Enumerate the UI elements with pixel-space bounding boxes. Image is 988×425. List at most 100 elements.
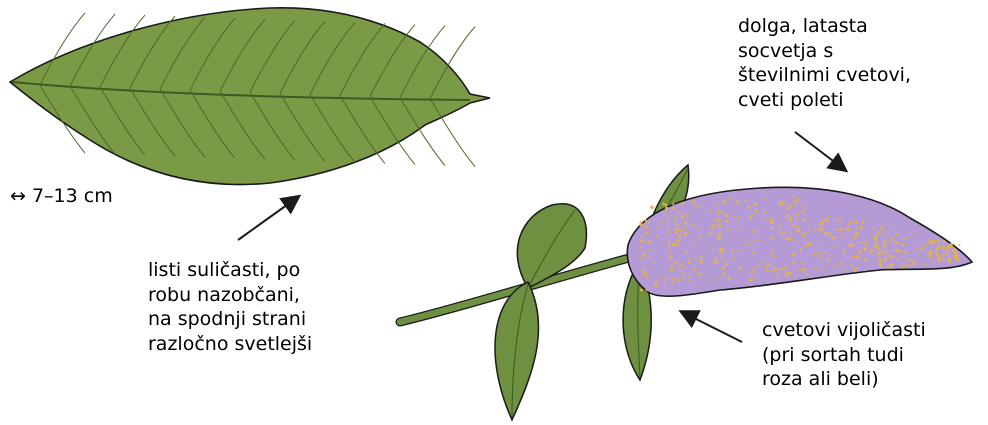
flower-dot	[682, 278, 684, 280]
flower-dot	[941, 258, 943, 260]
flower-dot	[800, 248, 802, 250]
flower-dot	[642, 254, 645, 257]
flower-dot	[883, 242, 886, 245]
flower-dot	[875, 238, 878, 241]
flower-dot	[906, 237, 908, 239]
flower-dot	[670, 268, 673, 271]
flower-dot	[802, 210, 805, 213]
flower-dot	[959, 244, 961, 246]
flower-dot	[889, 255, 891, 257]
flower-dot	[874, 245, 877, 248]
inflorescence-line-1: dolga, latasta	[738, 14, 911, 39]
flower-dot	[685, 222, 688, 225]
flower-dot	[639, 246, 642, 249]
flower-dot	[821, 268, 823, 270]
flower-dot	[695, 258, 697, 260]
flower-dot	[763, 197, 765, 199]
flower-dot	[770, 221, 773, 224]
flower-dot	[746, 243, 749, 246]
flower-dot	[680, 229, 683, 232]
flower-dot	[737, 218, 740, 221]
flower-dot	[669, 245, 671, 247]
flower-dot	[751, 240, 753, 242]
arrow-to-flowers	[682, 312, 742, 342]
flower-dot	[770, 252, 773, 255]
flower-dot	[850, 264, 852, 266]
flower-dot	[712, 225, 714, 227]
flower-dot	[677, 239, 680, 242]
flower-dot	[727, 277, 730, 280]
flower-dot	[896, 241, 899, 244]
flower-dot	[824, 231, 827, 234]
leaves-label: listi suličasti, po robu nazobčani, na s…	[148, 258, 312, 356]
flower-dot	[763, 211, 766, 214]
flower-dot	[914, 259, 916, 261]
flower-dot	[834, 236, 836, 238]
flower-dot	[865, 269, 867, 271]
flower-dot	[946, 250, 948, 252]
flower-dot	[678, 234, 681, 237]
flower-dot	[860, 226, 863, 229]
flower-dot	[929, 241, 932, 244]
flower-dot	[824, 251, 826, 253]
flower-dot	[687, 216, 689, 218]
flower-dot	[672, 203, 674, 205]
flower-dot	[845, 268, 847, 270]
flower-dot	[897, 249, 900, 252]
flower-dot	[904, 251, 907, 254]
flower-dot	[849, 221, 852, 224]
flower-dot	[803, 268, 806, 271]
flower-dot	[831, 236, 834, 239]
flower-dot	[717, 203, 719, 205]
size-label: ↔ 7–13 cm	[10, 184, 113, 209]
flower-dot	[856, 232, 859, 235]
leaves-line-3: na spodnji strani	[148, 307, 312, 332]
flower-dot	[923, 263, 925, 265]
flower-dot	[775, 274, 778, 277]
flower-dot	[796, 240, 798, 242]
flower-dot	[879, 264, 882, 267]
flower-dot	[661, 239, 663, 241]
flower-dot	[688, 258, 690, 260]
flowers-line-3: roza ali beli)	[762, 367, 926, 392]
flower-dot	[679, 212, 681, 214]
flower-dot	[806, 273, 808, 275]
flower-dot	[717, 209, 719, 211]
flower-dot	[699, 255, 701, 257]
flower-dot	[752, 251, 755, 254]
flower-dot	[937, 239, 940, 242]
flower-dot	[891, 267, 893, 269]
flower-dot	[929, 251, 932, 254]
flower-dot	[719, 211, 722, 214]
flower-dot	[751, 213, 753, 215]
flower-dot	[749, 278, 752, 281]
flower-dot	[878, 253, 881, 256]
flower-dot	[779, 201, 782, 204]
flower-dot	[891, 264, 894, 267]
stem-leaf-lower	[495, 282, 539, 420]
flower-dot	[908, 264, 910, 266]
flower-dot	[821, 228, 823, 230]
flower-dot	[669, 256, 672, 259]
flower-dot	[793, 195, 795, 197]
flower-dot	[672, 207, 675, 210]
flower-dot	[883, 245, 886, 248]
flower-dot	[789, 204, 792, 207]
flower-dot	[905, 260, 907, 262]
flower-dot	[788, 207, 791, 210]
flower-dot	[725, 263, 728, 266]
flower-dot	[713, 262, 715, 264]
flower-dot	[942, 246, 945, 249]
flower-dot	[657, 225, 660, 228]
flower-dot	[814, 267, 817, 270]
flower-dot	[863, 258, 865, 260]
flower-dot	[802, 205, 804, 207]
flower-dot	[684, 233, 687, 236]
flower-dot	[639, 223, 642, 226]
flower-dot	[648, 250, 650, 252]
flower-dot	[909, 259, 912, 262]
flower-dot	[785, 274, 788, 277]
flower-dot	[772, 256, 774, 258]
flower-dot	[900, 237, 902, 239]
flower-dot	[667, 220, 669, 222]
